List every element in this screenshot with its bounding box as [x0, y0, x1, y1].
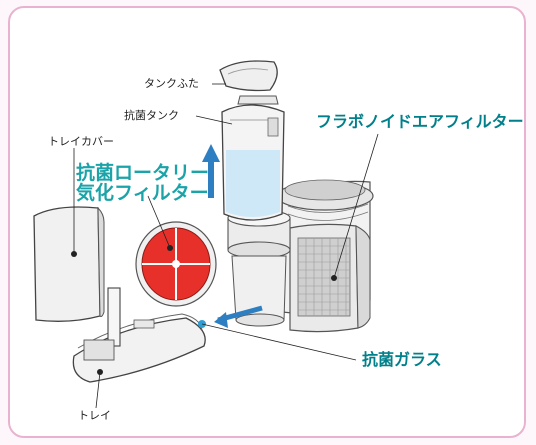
tray-cover — [33, 206, 105, 322]
tray — [72, 287, 206, 383]
glass-label: 抗菌ガラス — [362, 350, 442, 369]
rotary-filter-label-line1: 抗菌ロータリー — [76, 162, 210, 184]
tray-label: トレイ — [78, 409, 111, 422]
tank-lid-label: タンクふた — [144, 77, 199, 90]
flavonoid-filter-label: フラボノイドエアフィルター — [316, 112, 524, 131]
rotary-filter-label-line2: 気化フィルター — [76, 182, 209, 204]
leader-dots — [71, 245, 337, 375]
tank-label: 抗菌タンク — [124, 109, 179, 122]
filter-insert-arrow — [214, 305, 263, 328]
rotary-vaporizing-filter — [135, 221, 217, 307]
flavonoid-filter-grille — [297, 237, 351, 317]
tank-pedestal — [227, 209, 291, 327]
tray-cover-label: トレイカバー — [48, 135, 114, 148]
leader-lines — [73, 83, 379, 409]
tank-lift-arrow — [202, 144, 220, 198]
tank-lid — [219, 60, 278, 92]
antibacterial-tank — [221, 95, 285, 221]
